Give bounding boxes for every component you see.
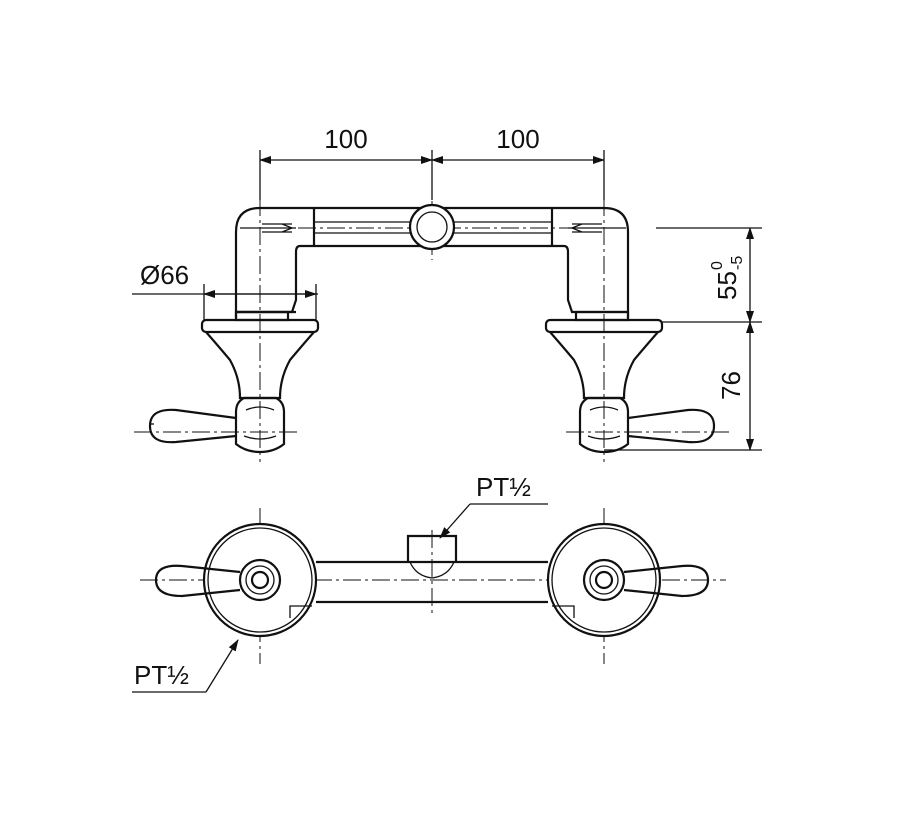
dimension-label-handle-height: 76 <box>716 371 746 400</box>
right-valve <box>544 318 716 454</box>
dimension-label-left-spacing: 100 <box>324 124 367 154</box>
callout-inlet-bottom: PT½ <box>132 639 239 693</box>
dimension-label-diameter: Ø66 <box>140 260 189 290</box>
dimension-label-body-tol-lower: -5 <box>729 256 746 270</box>
dimension-heights: 55 0 -5 76 <box>604 227 762 451</box>
callout-label-inlet-bottom: PT½ <box>134 660 189 690</box>
cross-pipe <box>314 203 552 251</box>
left-elbow <box>234 206 316 322</box>
dimension-label-right-spacing: 100 <box>496 124 539 154</box>
right-elbow <box>550 206 630 322</box>
dimension-label-body-tol-upper: 0 <box>709 261 726 270</box>
callout-label-inlet-top: PT½ <box>476 472 531 502</box>
callout-inlet-top: PT½ <box>439 472 548 539</box>
dimension-diameter: Ø66 <box>132 260 318 320</box>
top-view: PT½ PT½ <box>132 472 726 693</box>
left-valve <box>148 318 320 454</box>
dimension-spacing: 100 100 <box>259 124 605 200</box>
dimension-label-body-height: 55 <box>712 271 742 300</box>
front-view: 100 100 Ø66 55 0 -5 76 <box>132 124 762 462</box>
